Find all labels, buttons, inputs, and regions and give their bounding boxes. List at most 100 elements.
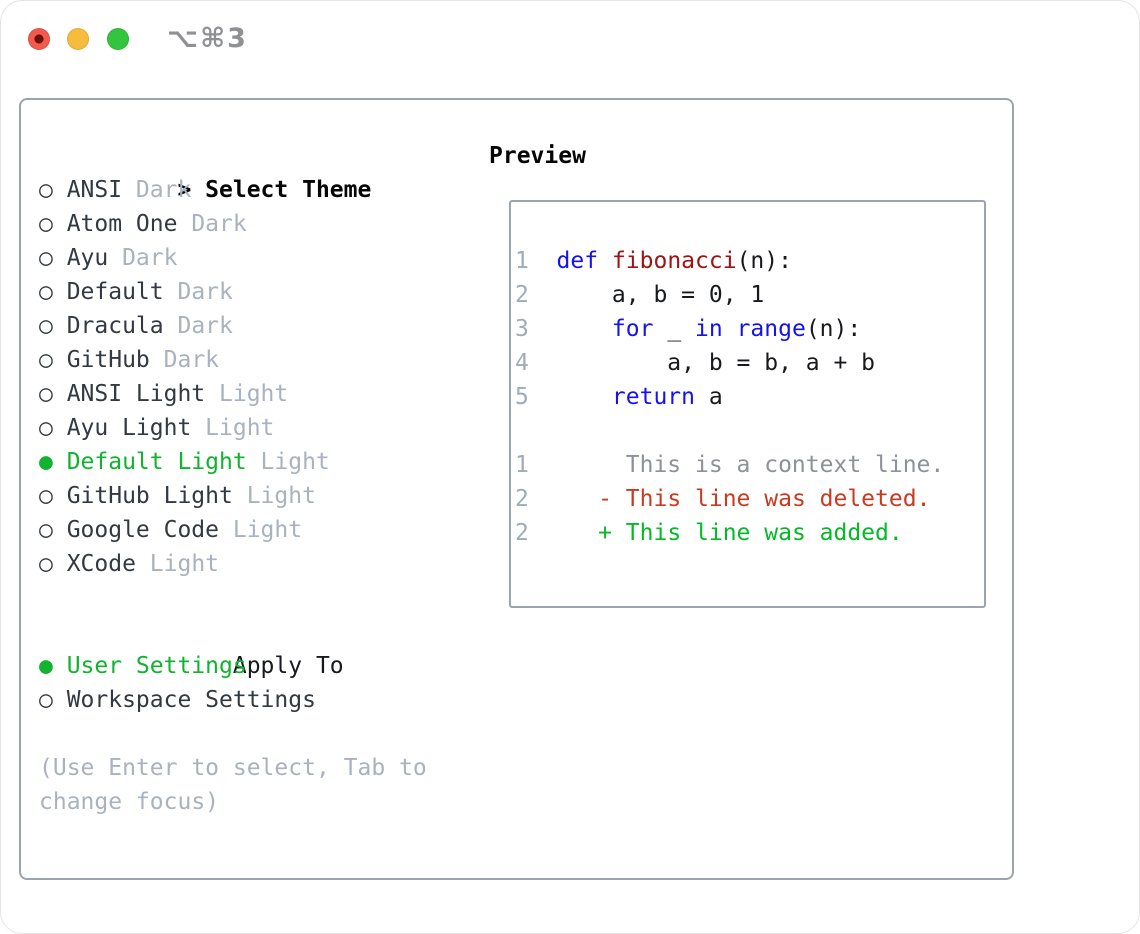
theme-name: GitHub [66,347,150,373]
radio-selected-icon: ● [39,449,53,475]
code-segment-plain [557,520,599,546]
theme-name: XCode [66,551,136,577]
code-segment-plain: a, b = 0, 1 [556,282,765,308]
theme-name: Default Light [66,449,247,475]
theme-variant-tag: Light [260,449,330,475]
apply-to-options: ● User Settings ○ Workspace Settings [39,649,489,717]
radio-unselected-icon: ○ [39,687,53,713]
line-number: 4 [515,350,529,376]
theme-name: ANSI [66,177,123,203]
select-theme-header: >Select Theme [39,139,489,203]
theme-variant-tag: Dark [177,313,233,339]
theme-variant-tag: Dark [122,245,178,271]
radio-unselected-icon: ○ [39,517,53,543]
theme-variant-tag: Dark [163,347,220,373]
code-segment-plain: (n): [805,316,862,342]
code-segment-plain [557,384,612,410]
apply-option-label: Workspace Settings [66,687,316,713]
minimize-button[interactable] [67,28,89,50]
line-number: 5 [515,384,529,410]
preview-line [515,414,980,448]
preview-line: 2 + This line was added. [515,516,980,550]
theme-option-github[interactable]: ○ GitHub Dark [39,343,489,377]
line-number: 2 [515,520,529,546]
preview-title: Preview [489,143,586,169]
code-segment-plain: _ [653,316,696,342]
theme-variant-tag: Light [205,415,275,441]
code-segment-added: + This line was added. [598,520,903,546]
theme-variant-tag: Dark [135,177,192,203]
hint-line-2: change focus) [39,789,220,815]
focus-caret-icon: > [177,177,192,203]
theme-variant-tag: Light [246,483,316,509]
line-number: 1 [515,452,529,478]
code-segment-plain [598,248,612,274]
radio-unselected-icon: ○ [39,245,53,271]
line-number: 2 [515,486,529,512]
close-button[interactable] [28,28,50,50]
code-segment-keyword: in [695,316,723,342]
radio-unselected-icon: ○ [39,313,53,339]
theme-name: Ayu Light [66,415,192,441]
theme-name: Dracula [66,313,164,339]
apply-option-label: User Settings [66,653,247,679]
theme-option-ayu-light[interactable]: ○ Ayu Light Light [39,411,489,445]
theme-option-ansi[interactable]: ○ ANSI Dark [39,173,489,207]
code-segment-plain [723,316,737,342]
line-number: 3 [515,316,529,342]
code-segment-keyword: for [611,316,654,342]
theme-name: ANSI Light [66,381,206,407]
apply-to-label: Apply To [232,653,344,679]
radio-unselected-icon: ○ [39,211,53,237]
code-segment-keyword: range [736,316,806,342]
window-titlebar: ⌥⌘3 [1,1,1139,98]
radio-unselected-icon: ○ [39,177,53,203]
keyboard-hint: (Use Enter to select, Tab to change focu… [39,751,489,819]
theme-option-google-code[interactable]: ○ Google Code Light [39,513,489,547]
code-segment-deleted: - This line was deleted. [598,486,931,512]
window-title: ⌥⌘3 [167,23,248,54]
code-segment-plain: a, b = b, a + b [556,350,876,376]
apply-to-section: Apply To ● User Settings ○ Workspace Settin… [39,615,489,717]
theme-name: Google Code [66,517,220,543]
theme-variant-tag: Light [219,381,289,407]
theme-option-atom-one[interactable]: ○ Atom One Dark [39,207,489,241]
theme-variant-tag: Light [232,517,303,543]
radio-unselected-icon: ○ [39,551,53,577]
preview-line: 4 a, b = b, a + b [515,346,980,380]
code-segment-plain: (n): [736,248,792,274]
radio-selected-icon: ● [39,653,53,679]
radio-unselected-icon: ○ [39,347,53,373]
code-segment-context: This is a context line. [556,452,945,478]
apply-to-header: Apply To [39,615,489,679]
code-segment-keyword: return [611,384,696,410]
theme-option-dracula[interactable]: ○ Dracula Dark [39,309,489,343]
preview-line: 3 for _ in range(n): [515,312,980,346]
theme-option-default-light[interactable]: ● Default Light Light [39,445,489,479]
apply-option-user-settings[interactable]: ● User Settings [39,649,489,683]
line-number: 2 [515,282,529,308]
zoom-button[interactable] [107,28,129,50]
theme-variant-tag: Dark [191,211,247,237]
preview-line: 1 This is a context line. [515,448,980,482]
code-segment-keyword: def [556,248,599,274]
theme-variant-tag: Dark [177,279,233,305]
apply-option-workspace-settings[interactable]: ○ Workspace Settings [39,683,489,717]
theme-name: Default [66,279,164,305]
code-segment-function: fibonacci [611,248,737,274]
radio-unselected-icon: ○ [39,415,53,441]
theme-name: Atom One [66,211,178,237]
code-segment-plain [557,316,612,342]
